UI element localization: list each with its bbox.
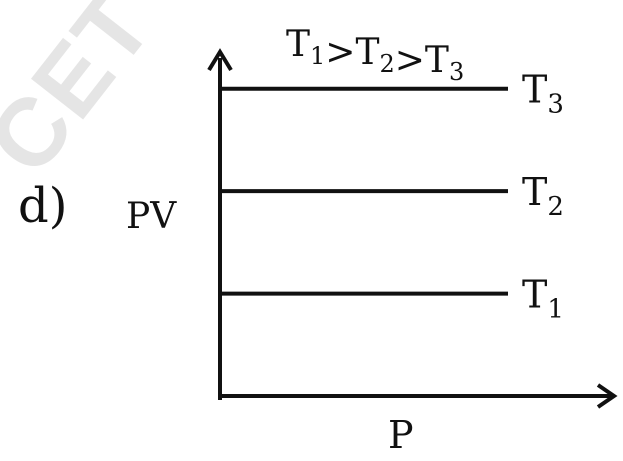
x-axis-arrowhead: [596, 383, 618, 409]
y-axis-label: PV: [126, 196, 177, 237]
option-label: d): [18, 178, 68, 234]
isotherm-label-t2: T2: [522, 170, 564, 222]
chart-title-subscript-1: 1: [310, 42, 325, 70]
isotherm-label-t3: T3: [522, 68, 564, 120]
isotherm-label-t1: T1: [522, 273, 564, 325]
chart-title-subscript-3: 3: [449, 58, 464, 86]
chart-title-part-1: T: [286, 24, 310, 65]
chart-title-part-3: >T: [395, 40, 449, 81]
chart-title-subscript-2: 2: [379, 50, 394, 78]
chart-title-part-2: >T: [325, 32, 379, 73]
x-axis-label: P: [388, 413, 414, 457]
chart-title: T1>T2>T3: [286, 24, 464, 86]
axes: [207, 48, 618, 409]
y-axis-arrowhead: [207, 48, 233, 72]
